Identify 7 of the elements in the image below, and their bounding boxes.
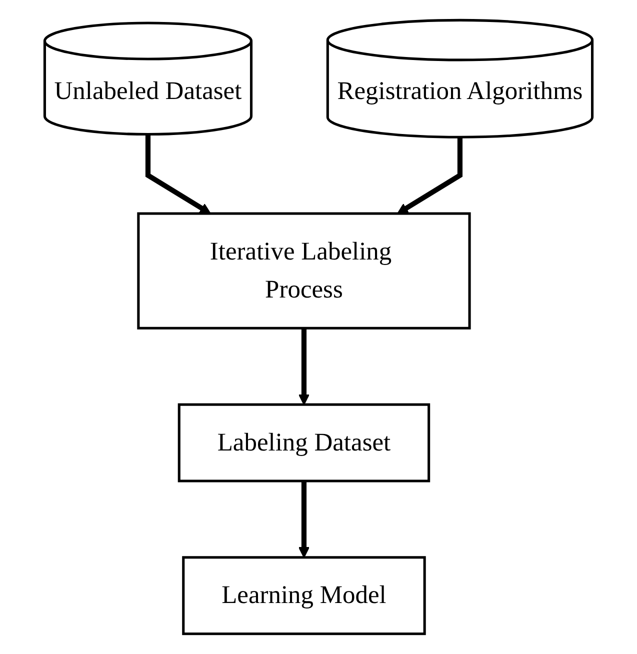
arrow (397, 137, 463, 214)
node-box: Learning Model (182, 556, 426, 636)
arrow (298, 481, 310, 558)
node-box: Iterative Labeling Process (137, 212, 471, 330)
node-box: Labeling Dataset (178, 403, 430, 482)
arrow (298, 328, 310, 406)
arrow (145, 134, 211, 214)
